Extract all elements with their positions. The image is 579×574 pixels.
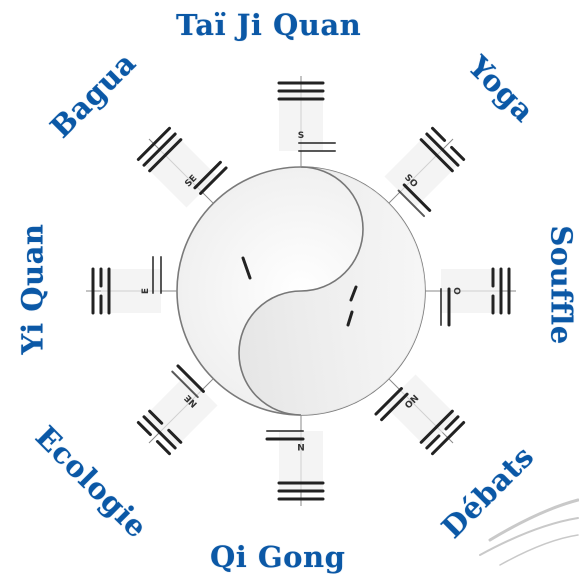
nav-yi-quan[interactable]: Yi Quan bbox=[16, 223, 50, 354]
compass-e: E bbox=[141, 288, 151, 294]
nav-taiji-quan[interactable]: Taï Ji Quan bbox=[176, 8, 361, 42]
nav-souffle[interactable]: Souffle bbox=[545, 225, 579, 344]
swoosh-decoration bbox=[480, 500, 578, 565]
trigram-line-so bbox=[433, 128, 445, 140]
compass-s: S bbox=[298, 131, 304, 141]
compass-o: O bbox=[451, 287, 461, 295]
trigram-line-ne bbox=[138, 423, 150, 435]
nav-qi-gong[interactable]: Qi Gong bbox=[210, 540, 345, 574]
trigram-line-so bbox=[452, 147, 464, 159]
compass-n: N bbox=[297, 441, 305, 451]
trigram-line-ne bbox=[157, 442, 169, 454]
